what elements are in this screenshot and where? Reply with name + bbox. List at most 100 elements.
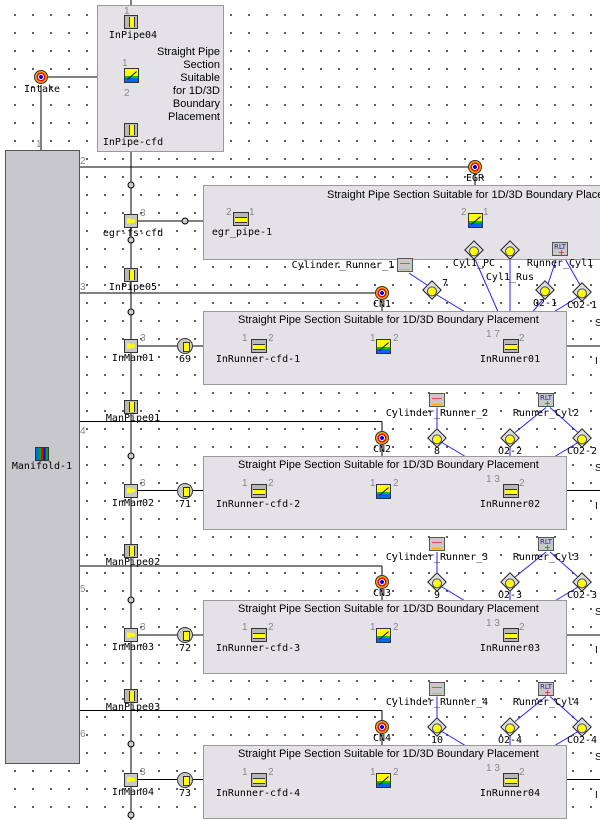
component-label: 7 (442, 278, 449, 289)
box-title-line: Suitable (180, 72, 220, 84)
pipe-icon-manpipe[interactable] (124, 544, 138, 558)
port-number: 3 (140, 477, 146, 489)
pipe-icon-runner[interactable] (503, 339, 519, 353)
junction-icon[interactable] (177, 482, 193, 499)
converter-icon[interactable] (468, 213, 483, 228)
port-number: 1 (36, 139, 42, 150)
component-label: InRunner-cfd-2 (215, 498, 301, 510)
rlt-icon[interactable]: RLT (538, 392, 554, 408)
intake-env-icon[interactable] (34, 70, 48, 84)
signal-line (408, 272, 428, 286)
flowsplit-icon[interactable] (124, 214, 138, 228)
manifold-icon[interactable] (35, 447, 49, 461)
port-number: 1 (370, 333, 376, 344)
component-label: 8 (433, 445, 441, 457)
junction-icon[interactable] (177, 338, 193, 354)
port-number: 1 (483, 207, 489, 218)
inman-icon[interactable] (124, 483, 138, 498)
pipe-icon-runner-cfd[interactable] (251, 483, 267, 498)
converter-icon[interactable] (124, 68, 139, 83)
component-label: Runner_Cyl3 (512, 552, 580, 563)
component-label: ManPipe01 (105, 412, 161, 424)
converter-icon[interactable] (376, 483, 391, 499)
junction-icon[interactable] (177, 771, 193, 788)
monitor-chart-icon[interactable] (397, 258, 413, 272)
port-number: 2 (393, 333, 399, 344)
port-number: 3 (140, 622, 146, 633)
component-label: InRunner-cfd-4 (215, 787, 301, 799)
component-label: InPipe-cfd (102, 137, 164, 148)
component-label: 73 (178, 787, 192, 799)
top-boundary-box (97, 5, 224, 152)
component-label: 72 (178, 643, 192, 654)
pipe-icon-runner-cfd[interactable] (251, 339, 267, 353)
pipe-icon-inpipe-cfd[interactable] (124, 123, 138, 137)
rlt-icon[interactable]: RLT (538, 537, 554, 552)
pipe-icon-runner-cfd[interactable] (251, 772, 267, 787)
component-label: Runner_Cyl1 (526, 258, 594, 269)
component-label: Intake (23, 84, 61, 95)
cn-env-icon[interactable] (375, 575, 389, 589)
component-label: O2-2 (497, 445, 523, 457)
port-number: 2 (268, 477, 274, 489)
component-label: CO2-3 (566, 590, 598, 601)
pipe-icon-runner[interactable] (503, 628, 519, 642)
component-label: O2-4 (497, 734, 523, 746)
monitor-chart-icon[interactable] (429, 537, 445, 551)
component-label: Cylinder_Runner_4 (385, 696, 489, 708)
converter-icon[interactable] (376, 339, 391, 354)
box-title: Straight Pipe Section Suitable for 1D/3D… (238, 603, 539, 615)
box-title-line: Boundary (172, 98, 220, 110)
connection-node (127, 596, 135, 604)
port-number: 2 (268, 622, 274, 633)
component-label: egr_pipe-1 (211, 227, 273, 238)
junction-icon[interactable] (177, 627, 193, 643)
port-number: 2 (268, 333, 274, 344)
pipe-icon-runner-cfd[interactable] (251, 628, 267, 642)
port-number: 1 (122, 58, 128, 69)
component-label: CO2-2 (566, 445, 598, 457)
box-title: Straight Pipe Section Suitable for 1D/3D… (238, 458, 539, 471)
port-number: 2 (124, 88, 130, 99)
component-label: O2-3 (497, 590, 523, 601)
component-label: CO2-4 (566, 734, 598, 746)
box-title: Straight Pipe Section Suitable for 1D/3D… (238, 747, 539, 760)
component-label: CN1 (372, 299, 392, 310)
cut-off-label: S (595, 462, 600, 474)
pipe-icon-runner[interactable] (503, 772, 519, 787)
connection-node (127, 181, 135, 189)
pipe-icon-runner[interactable] (503, 483, 519, 498)
pipe-icon-egr-pipe[interactable] (233, 212, 249, 226)
port-number: 2 (519, 333, 525, 344)
rlt-icon[interactable]: RLT (552, 242, 568, 257)
converter-icon[interactable] (376, 628, 391, 643)
cn-env-icon[interactable] (375, 430, 389, 445)
signal-line (549, 696, 579, 722)
port-number: 2 (393, 766, 399, 778)
pipe-icon-inpipe05[interactable] (124, 268, 138, 282)
port-number: 1 (370, 766, 376, 778)
cn-env-icon[interactable] (375, 286, 389, 300)
component-label: InMan03 (111, 642, 155, 653)
port-number: 2 (226, 207, 232, 218)
rlt-icon[interactable]: RLT (538, 681, 554, 697)
pipe-icon-manpipe[interactable] (124, 399, 138, 414)
monitor-chart-icon[interactable] (429, 681, 445, 696)
inman-icon[interactable] (124, 772, 138, 787)
pipe-icon-inpipe04[interactable] (124, 15, 138, 29)
signal-line (547, 256, 558, 285)
cut-off-label: S (595, 607, 600, 618)
pipe-icon-manpipe[interactable] (124, 688, 138, 703)
monitor-chart-icon[interactable] (429, 392, 445, 407)
inman-icon[interactable] (124, 628, 138, 642)
port-number: 1 (124, 6, 130, 17)
port-number: 2 (519, 766, 525, 778)
cn-env-icon[interactable] (375, 719, 389, 734)
egr-env-icon[interactable] (468, 160, 482, 174)
converter-icon[interactable] (376, 772, 391, 788)
port-number: 1 3 (486, 618, 500, 629)
box-title-line: Section (183, 59, 220, 71)
inman-icon[interactable] (124, 339, 138, 353)
component-label: Cylinder_Runner_2 (385, 407, 489, 419)
